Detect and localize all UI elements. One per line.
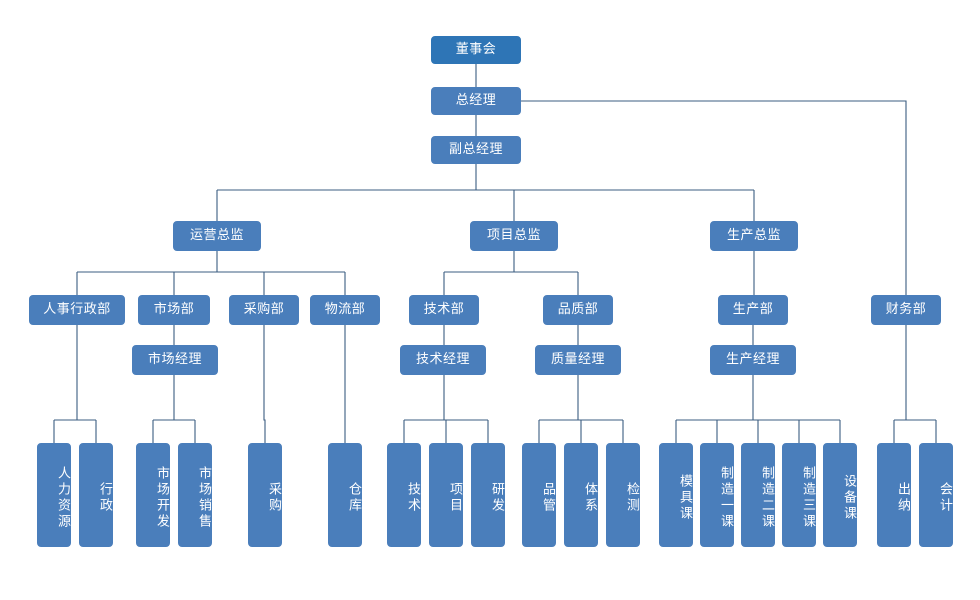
org-node-qc[interactable]: 品管	[522, 443, 556, 547]
org-node-label: 研发	[489, 482, 504, 514]
org-node-label: 副总经理	[448, 141, 503, 157]
org-node-purchase[interactable]: 采购	[248, 443, 282, 547]
org-node-project[interactable]: 项目	[429, 443, 463, 547]
org-node-mfg1[interactable]: 制造一课	[700, 443, 734, 547]
org-node-mfg2[interactable]: 制造二课	[741, 443, 775, 547]
org-node-label: 生产总监	[726, 227, 781, 243]
org-node-dgm[interactable]: 副总经理	[431, 136, 521, 164]
org-node-logi_dept[interactable]: 物流部	[310, 295, 380, 325]
org-node-mkt_sale[interactable]: 市场销售	[178, 443, 212, 547]
org-node-label: 制造三课	[800, 466, 815, 530]
org-node-label: 技术部	[423, 301, 465, 317]
org-node-label: 市场开发	[154, 466, 169, 530]
org-node-label: 财务部	[885, 301, 927, 317]
org-node-label: 仓库	[346, 482, 361, 514]
org-node-accounting[interactable]: 会计	[919, 443, 953, 547]
org-node-tech[interactable]: 技术	[387, 443, 421, 547]
org-node-qa_dept[interactable]: 品质部	[543, 295, 613, 325]
org-node-label: 项目总监	[486, 227, 541, 243]
org-node-label: 生产部	[732, 301, 774, 317]
org-node-label: 技术经理	[415, 351, 470, 367]
org-node-prod_dir[interactable]: 生产总监	[710, 221, 798, 251]
org-node-label: 会计	[937, 482, 952, 514]
org-node-label: 模具课	[677, 474, 692, 522]
org-node-label: 制造二课	[759, 466, 774, 530]
org-node-label: 人力资源	[55, 466, 70, 530]
org-node-label: 出纳	[895, 482, 910, 514]
org-node-market_mgr[interactable]: 市场经理	[132, 345, 218, 375]
org-node-label: 总经理	[455, 92, 497, 108]
org-node-label: 物流部	[324, 301, 366, 317]
org-node-inspect[interactable]: 检测	[606, 443, 640, 547]
org-node-hr_admin[interactable]: 人事行政部	[29, 295, 125, 325]
org-node-label: 品质部	[557, 301, 599, 317]
org-node-board[interactable]: 董事会	[431, 36, 521, 64]
org-node-label: 设备课	[841, 474, 856, 522]
org-node-prod_mgr[interactable]: 生产经理	[710, 345, 796, 375]
org-node-label: 体系	[582, 482, 597, 514]
org-node-label: 质量经理	[550, 351, 605, 367]
org-node-label: 制造一课	[718, 466, 733, 530]
org-node-mold[interactable]: 模具课	[659, 443, 693, 547]
org-node-label: 运营总监	[189, 227, 244, 243]
org-node-fin_dept[interactable]: 财务部	[871, 295, 941, 325]
org-node-label: 市场部	[153, 301, 195, 317]
org-node-equip[interactable]: 设备课	[823, 443, 857, 547]
org-node-proj_dir[interactable]: 项目总监	[470, 221, 558, 251]
org-node-label: 人事行政部	[43, 301, 111, 317]
org-node-admin[interactable]: 行政	[79, 443, 113, 547]
org-node-label: 生产经理	[725, 351, 780, 367]
org-node-label: 检测	[624, 482, 639, 514]
org-node-label: 项目	[447, 482, 462, 514]
org-node-rd[interactable]: 研发	[471, 443, 505, 547]
org-node-qual_mgr[interactable]: 质量经理	[535, 345, 621, 375]
org-node-label: 市场经理	[147, 351, 202, 367]
org-node-label: 品管	[540, 482, 555, 514]
org-node-hr_res[interactable]: 人力资源	[37, 443, 71, 547]
org-node-purch_dept[interactable]: 采购部	[229, 295, 299, 325]
org-node-mkt_dev[interactable]: 市场开发	[136, 443, 170, 547]
org-node-label: 董事会	[455, 41, 497, 57]
org-node-warehouse[interactable]: 仓库	[328, 443, 362, 547]
org-node-label: 技术	[405, 482, 420, 514]
org-node-op_dir[interactable]: 运营总监	[173, 221, 261, 251]
org-node-label: 行政	[97, 482, 112, 514]
org-node-label: 采购	[266, 482, 281, 514]
org-node-tech_dept[interactable]: 技术部	[409, 295, 479, 325]
org-node-gm[interactable]: 总经理	[431, 87, 521, 115]
org-node-system[interactable]: 体系	[564, 443, 598, 547]
org-node-cashier[interactable]: 出纳	[877, 443, 911, 547]
org-node-mfg3[interactable]: 制造三课	[782, 443, 816, 547]
org-node-market_dept[interactable]: 市场部	[138, 295, 210, 325]
org-node-tech_mgr[interactable]: 技术经理	[400, 345, 486, 375]
org-node-prod_dept[interactable]: 生产部	[718, 295, 788, 325]
org-node-label: 采购部	[243, 301, 285, 317]
org-node-label: 市场销售	[196, 466, 211, 530]
